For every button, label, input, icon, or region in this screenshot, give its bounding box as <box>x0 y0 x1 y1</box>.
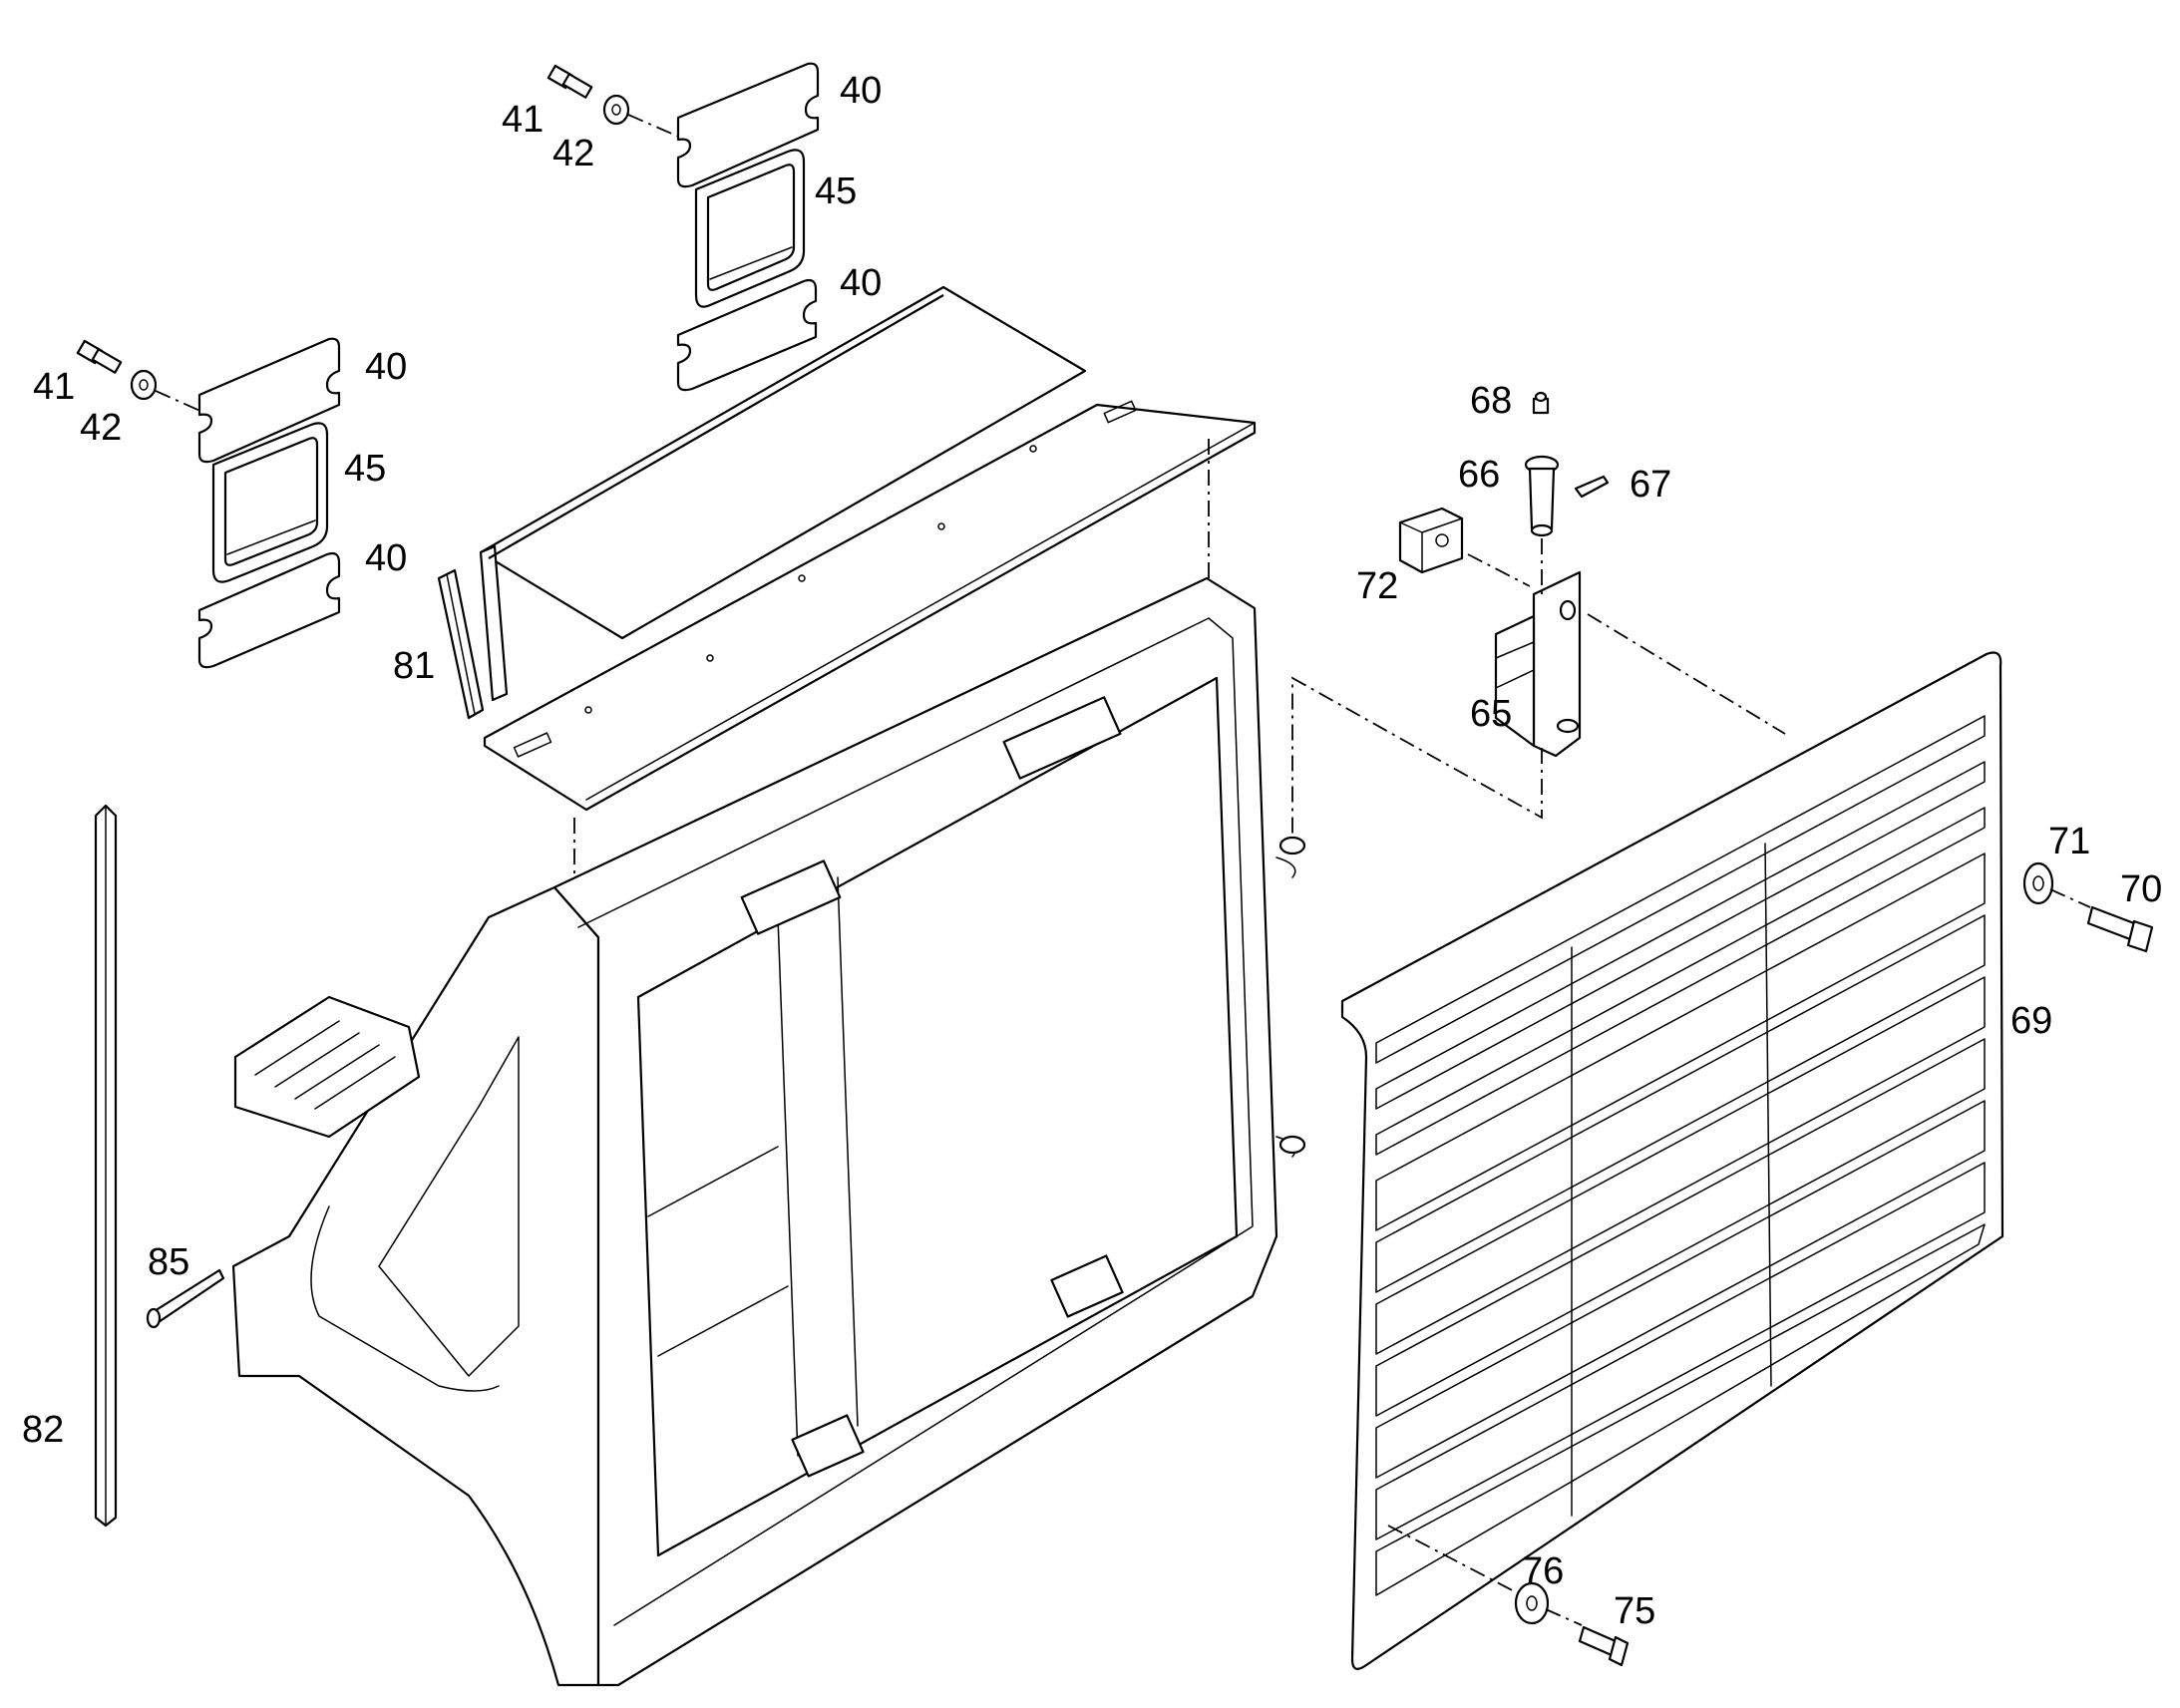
cotter-pin-67 <box>1574 475 1610 499</box>
grease-nipple-68 <box>1532 391 1550 415</box>
grille-door-69 <box>1340 651 2004 1670</box>
washer-42-left <box>130 369 158 401</box>
callout-76: 76 <box>1522 1550 1564 1592</box>
callout-42-left: 42 <box>80 407 122 449</box>
top-cover-panels <box>479 285 1257 812</box>
callout-66: 66 <box>1458 454 1500 496</box>
callout-71: 71 <box>2048 821 2090 862</box>
callout-45-left: 45 <box>344 448 386 490</box>
plate-40-left-top <box>197 337 341 464</box>
washer-42-upper <box>602 94 630 126</box>
left-gasket-assembly <box>76 337 341 669</box>
callout-81: 81 <box>393 645 435 687</box>
upper-gasket-assembly <box>546 62 820 392</box>
callout-45-upper: 45 <box>815 171 857 212</box>
callout-65: 65 <box>1470 693 1512 735</box>
gasket-45-left <box>211 422 329 583</box>
callout-40-upper-top: 40 <box>840 70 882 112</box>
leader-hinge-loop <box>1291 676 1543 838</box>
washer-76 <box>1514 1581 1550 1625</box>
bolt-75 <box>1578 1625 1630 1667</box>
block-72 <box>1398 507 1464 574</box>
callout-72: 72 <box>1356 565 1398 607</box>
bolt-41-left <box>76 339 123 374</box>
callout-40-left-bottom: 40 <box>365 537 407 579</box>
callout-82: 82 <box>22 1409 64 1451</box>
callout-70: 70 <box>2120 868 2162 910</box>
callout-67: 67 <box>1630 464 1671 506</box>
callout-41-upper: 41 <box>502 99 544 141</box>
grille-louvres <box>1375 715 1986 1596</box>
bolt-70 <box>2086 905 2154 953</box>
guide-rail-82 <box>94 804 118 1528</box>
bolt-41-upper <box>546 64 593 99</box>
hinge-bracket-65 <box>1494 570 1582 758</box>
callout-85: 85 <box>148 1241 189 1283</box>
callout-labels: 41 42 40 45 40 41 42 40 45 40 81 68 66 6… <box>22 70 2162 1632</box>
callout-41-left: 41 <box>33 366 75 408</box>
callout-40-left-top: 40 <box>365 346 407 388</box>
gasket-45-upper <box>694 149 806 308</box>
pin-85 <box>146 1268 225 1329</box>
callout-68: 68 <box>1470 380 1512 422</box>
plate-40-upper-top <box>676 62 820 188</box>
callout-40-upper-bottom: 40 <box>840 262 882 304</box>
washer-71 <box>2022 861 2054 905</box>
plate-40-left-bottom <box>197 551 341 669</box>
callout-69: 69 <box>2010 1000 2052 1042</box>
plate-40-upper-bottom <box>676 278 818 392</box>
callout-42-upper: 42 <box>552 133 594 174</box>
pin-66 <box>1524 455 1560 537</box>
cooler-frame <box>231 576 1306 1687</box>
callout-75: 75 <box>1614 1590 1655 1632</box>
